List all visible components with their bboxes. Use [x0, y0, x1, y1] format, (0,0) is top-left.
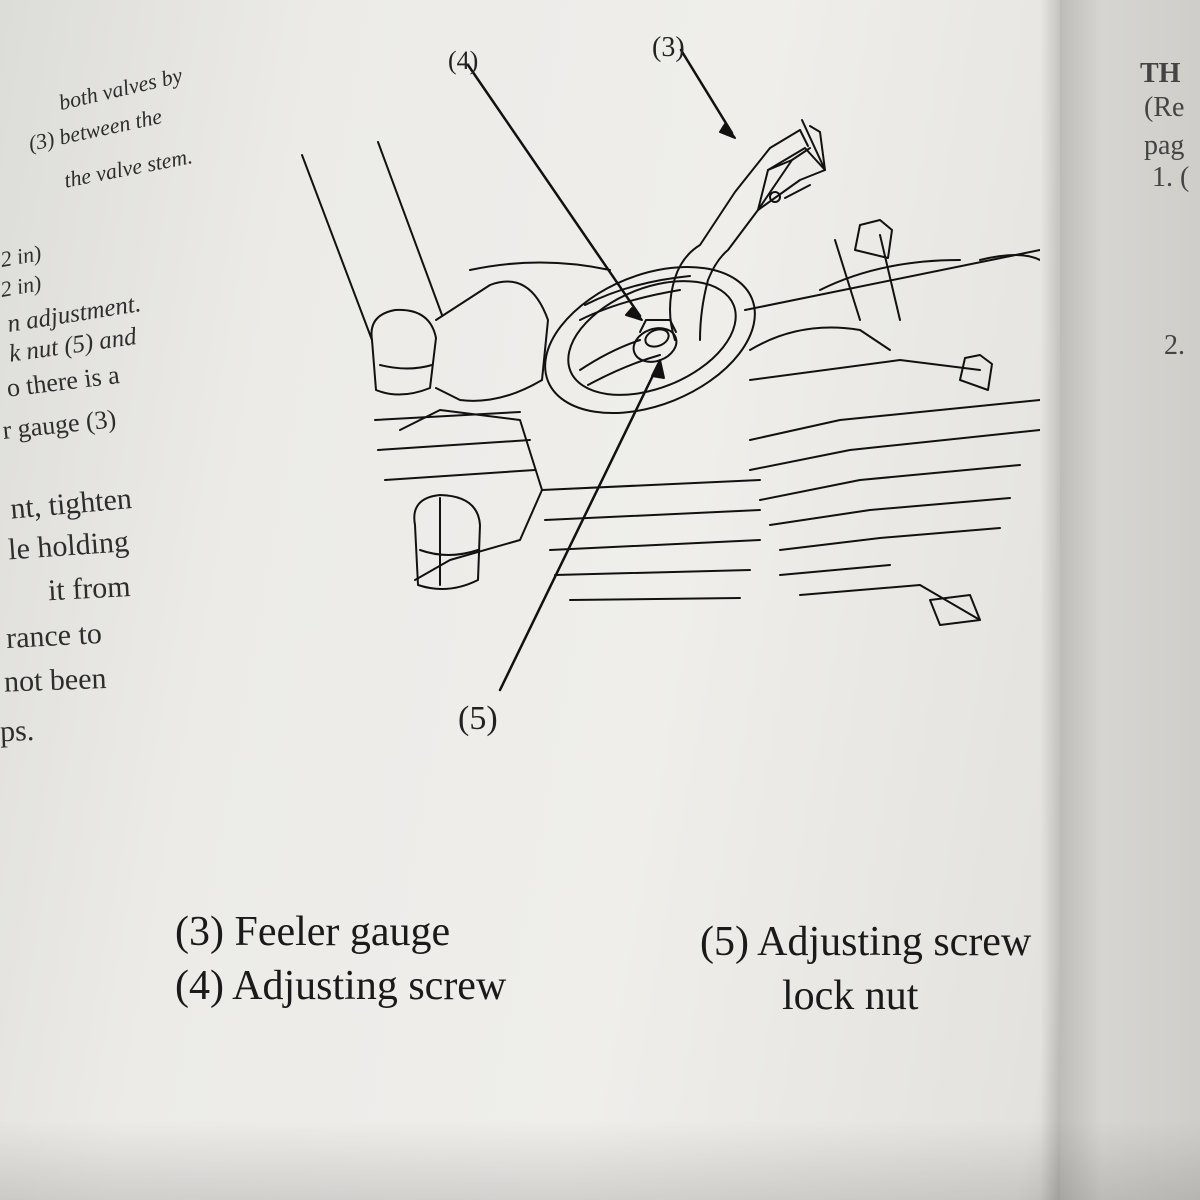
right-text-line: 2.	[1164, 330, 1185, 361]
page-shadow	[0, 1120, 1200, 1200]
right-text-line: 1. (	[1152, 162, 1190, 193]
figure-legend-left: (3) Feeler gauge (4) Adjusting screw	[175, 905, 506, 1013]
left-text-line: both valves by	[56, 62, 185, 116]
callout-3: (3)	[652, 32, 685, 63]
engine-cylinder-head-drawing	[301, 48, 1041, 692]
manual-page-right: TH (Re pag 1. ( 2.	[1060, 0, 1200, 1200]
left-text-line: nt, tighten	[8, 482, 134, 526]
left-text-column: both valves by (3) between the the valve…	[0, 0, 260, 800]
left-text-line: the valve stem.	[61, 143, 195, 193]
left-text-line: rance to	[5, 617, 103, 655]
left-text-line: ps.	[0, 714, 35, 749]
right-text-line: pag	[1144, 130, 1185, 161]
left-text-line: r gauge (3)	[1, 404, 118, 445]
left-text-line: 2 in)	[0, 270, 44, 302]
legend-item-lock-nut-line1: (5) Adjusting screw	[700, 919, 1032, 965]
left-text-line: it from	[47, 570, 132, 608]
right-text-line: (Re	[1144, 92, 1185, 123]
callout-5: (5)	[458, 700, 498, 737]
legend-item-lock-nut-line2: lock nut	[782, 973, 919, 1019]
left-text-line: not been	[3, 662, 108, 699]
valve-adjustment-figure: (4) (3) (5)	[280, 20, 1041, 760]
left-text-line: le holding	[7, 525, 130, 567]
right-text-line: TH	[1140, 58, 1181, 89]
legend-item-adjusting-screw: (4) Adjusting screw	[175, 963, 507, 1009]
left-text-line: 2 in)	[0, 240, 44, 272]
callout-4: (4)	[448, 46, 479, 75]
legend-item-feeler-gauge: (3) Feeler gauge	[175, 909, 451, 955]
left-text-line: (3) between the	[26, 103, 165, 156]
manual-page-left: both valves by (3) between the the valve…	[0, 0, 1080, 1200]
figure-legend-right: (5) Adjusting screw lock nut	[700, 915, 1031, 1023]
